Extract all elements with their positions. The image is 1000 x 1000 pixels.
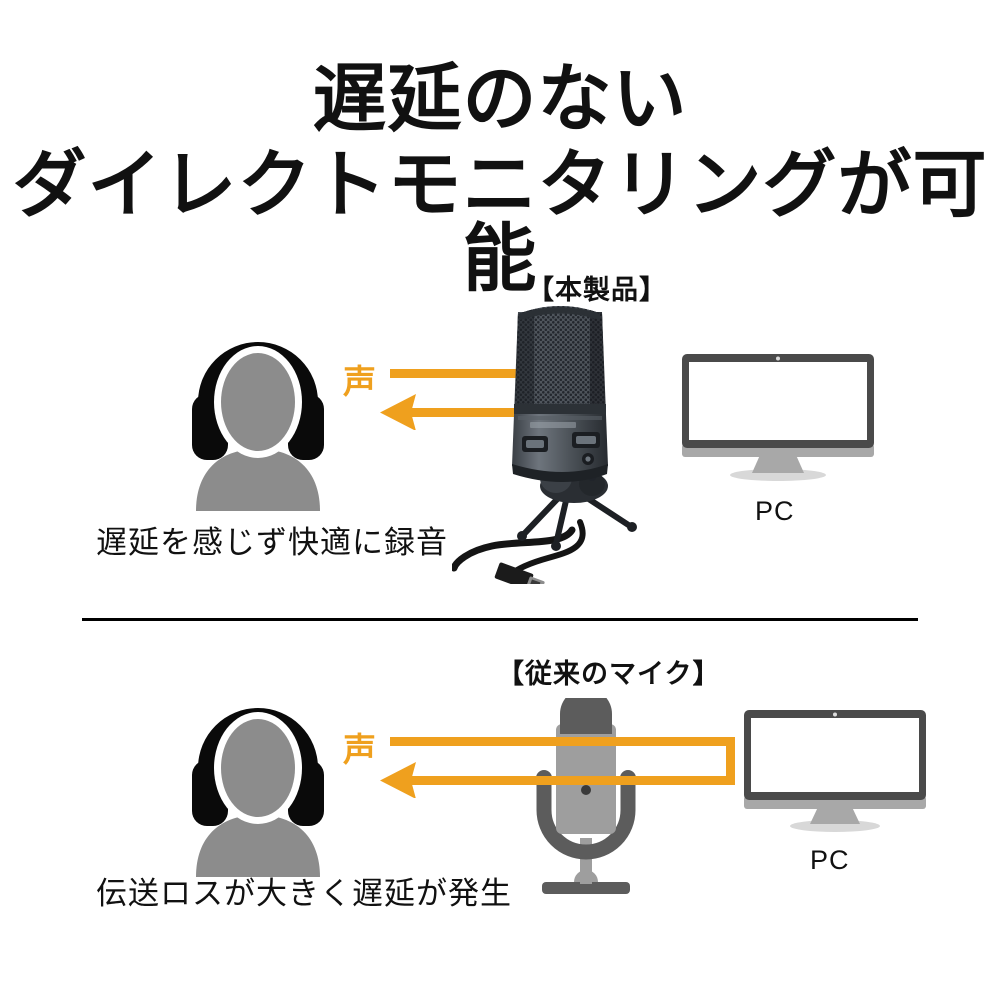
caption-product: 遅延を感じず快適に録音 [96, 525, 448, 560]
usb-condenser-microphone-top [452, 306, 637, 584]
person-with-headphones-top [192, 342, 324, 511]
title-line-1: 遅延のない [312, 57, 688, 140]
pc-label-bottom: PC [810, 845, 850, 875]
pc-monitor-top [682, 354, 874, 481]
pc-label-top: PC [755, 496, 795, 526]
page-title: 遅延のない ダイレクトモニタリングが可能 [0, 62, 1000, 296]
person-with-headphones-bottom [192, 708, 324, 877]
caption-conventional: 伝送ロスが大きく遅延が発生 [96, 876, 512, 911]
section-divider [82, 618, 918, 621]
signal-loop-arrow-bottom [380, 737, 735, 798]
pc-monitor-bottom [744, 710, 926, 832]
title-line-2: ダイレクトモニタリングが可能 [12, 143, 988, 300]
voice-label-bottom: 声 [343, 731, 376, 768]
voice-label-top: 声 [343, 363, 376, 400]
section-label-conventional: 【従来のマイク】 [497, 659, 721, 689]
section-label-product: 【本製品】 [527, 275, 667, 305]
